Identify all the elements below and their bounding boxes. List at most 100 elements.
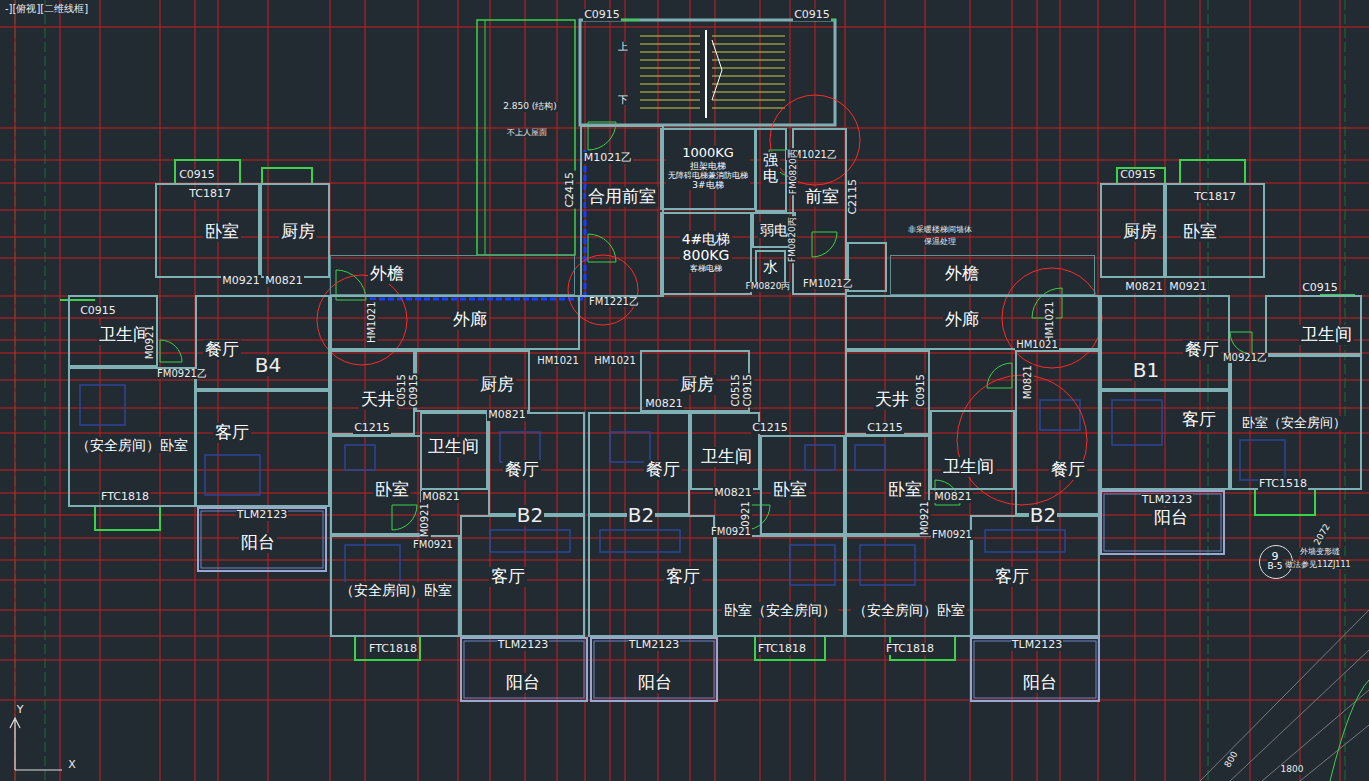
room-name: 客厅 bbox=[1180, 410, 1218, 430]
room-name-text: 1000KG bbox=[668, 146, 748, 161]
plan-annotation: FM0820丙 bbox=[788, 149, 797, 196]
room-name-text: 水 bbox=[763, 259, 778, 276]
room-name: 厨房 bbox=[279, 222, 317, 242]
plan-annotation: 下 bbox=[617, 95, 629, 106]
plan-annotation: M0921乙 bbox=[1222, 353, 1268, 364]
room-name-text: 卧室 bbox=[205, 222, 239, 242]
plan-annotation: FTC1518 bbox=[1258, 478, 1308, 490]
plan-annotation: TLM2123 bbox=[1011, 639, 1063, 651]
room-name-text: 阳台 bbox=[1023, 673, 1057, 693]
ucs-icon bbox=[10, 718, 62, 770]
plan-annotation: M0821 bbox=[644, 398, 684, 410]
furniture-item bbox=[80, 385, 125, 425]
room-name: 餐厅 bbox=[1183, 340, 1221, 360]
plan-annotation: C0915 bbox=[79, 305, 117, 317]
room-name-text: 3#电梯 bbox=[668, 180, 748, 190]
plan-annotation: M0921 bbox=[145, 324, 156, 360]
room-outline: 餐厅 bbox=[1100, 295, 1230, 390]
room-name: （安全房间）卧室 bbox=[74, 437, 190, 453]
room-outline: 卧室（安全房间） bbox=[1230, 355, 1362, 490]
room-outline: 4#电梯800KG客梯电梯 bbox=[660, 212, 752, 295]
room-outline: 卧室（安全房间） bbox=[715, 535, 845, 637]
room-name-text: 800KG bbox=[682, 247, 731, 263]
revision-clouds bbox=[317, 95, 1102, 505]
site-line bbox=[1300, 725, 1369, 781]
room-name: 合用前室 bbox=[586, 187, 658, 207]
room-name: 1000KG担架电梯无障碍电梯兼消防电梯3#电梯 bbox=[666, 146, 750, 191]
bay-window bbox=[1180, 160, 1245, 183]
balcony-rail bbox=[1104, 494, 1221, 551]
room-name: 4#电梯800KG客梯电梯 bbox=[680, 231, 733, 272]
room-name: 卧室 bbox=[771, 480, 809, 500]
room-name-text: 阳台 bbox=[241, 533, 275, 553]
plan-annotation: C2115 bbox=[847, 178, 859, 216]
axis-line bbox=[0, 318, 1369, 319]
room-name-text: 卧室（安全房间） bbox=[1242, 416, 1346, 431]
roof-edge bbox=[485, 20, 486, 255]
plan-annotation: 2072 bbox=[1312, 522, 1333, 548]
room-name-text: 外檐 bbox=[370, 264, 404, 284]
room-name: 客厅 bbox=[993, 567, 1031, 587]
plan-annotation: 上 bbox=[617, 42, 629, 53]
plan-annotation: FM1221乙 bbox=[588, 297, 640, 308]
room-name: 天井 bbox=[359, 390, 397, 410]
room-name: 阳台 bbox=[1152, 508, 1190, 528]
furniture-item bbox=[985, 530, 1065, 552]
room-outline: （安全房间）卧室 bbox=[68, 367, 196, 507]
plan-annotation: M1021乙 bbox=[583, 152, 634, 164]
door-swing bbox=[392, 505, 417, 530]
room-name-text: 外檐 bbox=[945, 264, 979, 284]
room-name: 卫生间 bbox=[941, 457, 996, 477]
room-name: （安全房间）卧室 bbox=[338, 582, 454, 598]
room-name: 餐厅 bbox=[1049, 460, 1087, 480]
room-name-text: 天井 bbox=[875, 390, 909, 410]
room-outline: 客厅 bbox=[970, 515, 1100, 637]
room-name-text: （安全房间）卧室 bbox=[76, 437, 188, 453]
room-name-text: 前室 bbox=[805, 187, 839, 207]
room-outline: 卧室 bbox=[760, 435, 845, 535]
axis-line bbox=[1340, 0, 1341, 781]
room-name-text: 卫生间 bbox=[943, 457, 994, 477]
room-outline: 卫生间 bbox=[1265, 295, 1362, 355]
room-name-text: 无障碍电梯兼消防电梯 bbox=[668, 171, 748, 180]
room-name: 餐厅 bbox=[203, 340, 241, 360]
axis-line bbox=[0, 433, 1369, 434]
room-outline: 合用前室 bbox=[580, 125, 664, 297]
room-name-text: 阳台 bbox=[1154, 508, 1188, 528]
plan-annotation: FM0820丙 bbox=[787, 217, 796, 264]
room-name: 外檐 bbox=[368, 264, 406, 284]
room-name: 卧室 bbox=[203, 222, 241, 242]
site-curve bbox=[1330, 680, 1369, 781]
plan-annotation: X bbox=[67, 759, 77, 771]
plan-annotation: M0821 bbox=[1124, 281, 1164, 293]
bay-window bbox=[60, 299, 95, 301]
plan-annotation: HM1021 bbox=[367, 300, 378, 344]
plan-annotation: FTC1818 bbox=[757, 643, 807, 655]
room-name-text: 卧室 bbox=[773, 480, 807, 500]
revision-circle bbox=[1002, 268, 1102, 368]
room-name-text: 强电 bbox=[763, 152, 778, 185]
roof-outline bbox=[477, 20, 575, 255]
plan-annotation: FM0921 bbox=[931, 530, 973, 541]
plan-annotation: FM0921乙 bbox=[156, 369, 208, 380]
plan-annotation: C0515 bbox=[397, 373, 408, 407]
axis-line bbox=[0, 408, 1369, 409]
axis-line bbox=[1250, 0, 1251, 781]
bay-window bbox=[1117, 168, 1165, 183]
room-name-text: 餐厅 bbox=[1185, 340, 1219, 360]
room-name-text: 厨房 bbox=[1123, 222, 1157, 242]
plan-annotation: FTC1818 bbox=[100, 491, 150, 503]
construction-line bbox=[15, 0, 16, 781]
room-outline: 外檐 bbox=[330, 255, 575, 295]
room-name-text: （安全房间）卧室 bbox=[853, 602, 965, 618]
stair-step bbox=[712, 108, 785, 109]
axis-line bbox=[0, 660, 1369, 661]
room-name-text: 卧室（安全房间） bbox=[724, 602, 836, 618]
room-name-text: 餐厅 bbox=[205, 340, 239, 360]
room-name: 弱电 bbox=[758, 222, 790, 238]
room-name: 卫生间 bbox=[97, 325, 152, 345]
bay-window bbox=[355, 637, 420, 660]
plan-annotation: M0821 bbox=[933, 491, 973, 503]
plan-annotation: C1215 bbox=[866, 422, 904, 434]
